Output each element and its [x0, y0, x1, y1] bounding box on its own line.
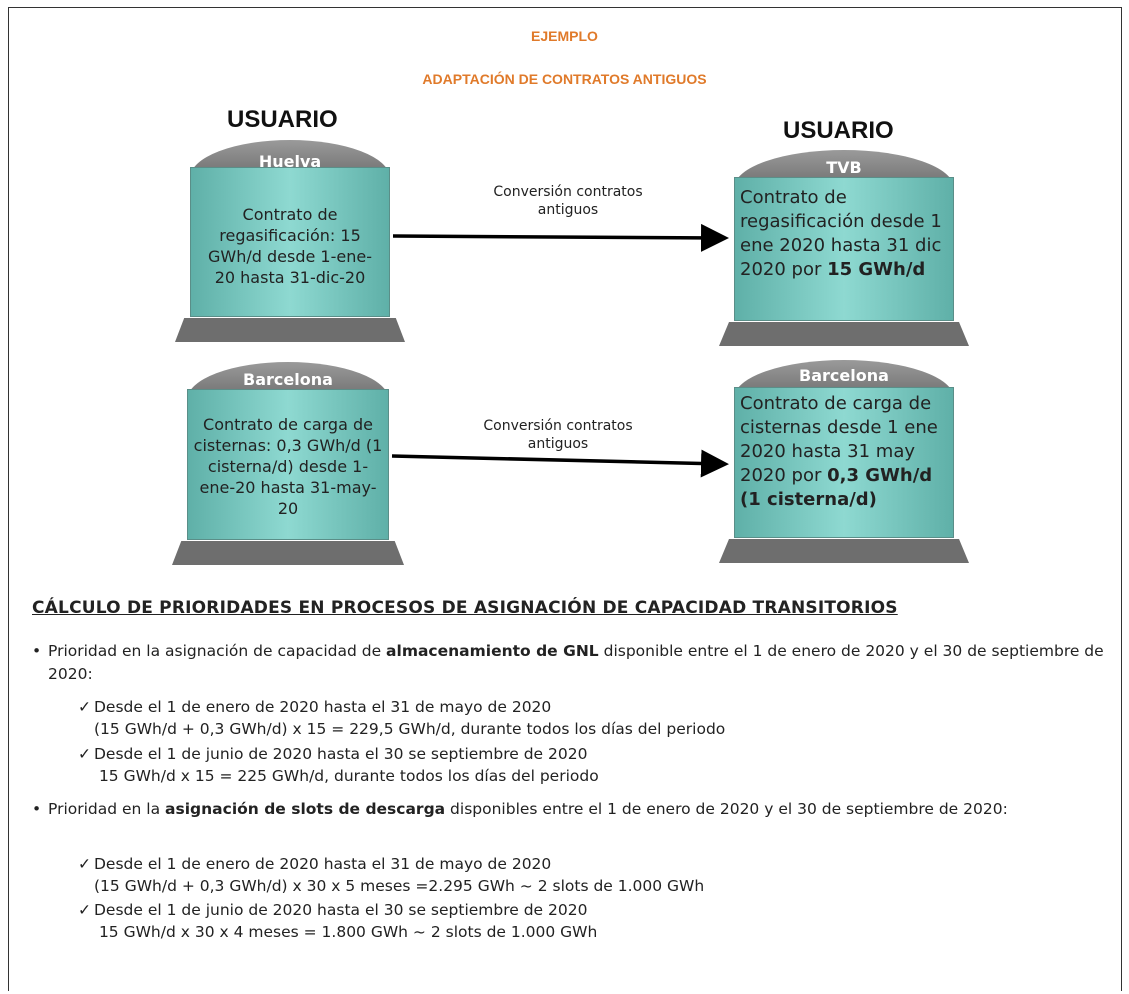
tank-tag: Barcelona	[799, 366, 889, 385]
check-icon: ✓	[78, 855, 91, 873]
bullet-dot: •	[32, 800, 42, 818]
bullet-text-bold: asignación de slots de descarga	[165, 800, 446, 818]
bullet-text-post: disponibles entre el 1 de enero de 2020 …	[445, 800, 1008, 818]
bullet-slots: • Prioridad en la asignación de slots de…	[32, 798, 1109, 821]
tank-huelva: Huelva Contrato de regasificación: 15 GW…	[175, 140, 405, 342]
sub-item-line2: (15 GWh/d + 0,3 GWh/d) x 30 x 5 meses =2…	[94, 877, 705, 895]
tank-base	[172, 541, 404, 565]
tank-tvb: TVB Contrato de regasificación desde 1 e…	[719, 150, 969, 346]
sub-item-line2: (15 GWh/d + 0,3 GWh/d) x 15 = 229,5 GWh/…	[94, 720, 726, 738]
tank-body	[734, 387, 954, 538]
tank-base	[719, 322, 969, 346]
bullet-dot: •	[32, 642, 42, 660]
tank-base	[175, 318, 405, 342]
conversion-label-1: Conversión contratos antiguos	[493, 184, 643, 218]
contract-text-bold: 15 GWh/d	[827, 259, 926, 280]
bullet-text-post: disponible entre el 1 de enero de 2020 y…	[48, 642, 1104, 683]
sub-item: ✓Desde el 1 de enero de 2020 hasta el 31…	[78, 853, 704, 897]
right-user-label: USUARIO	[783, 117, 894, 144]
contract-text-plain: Contrato de regasificación desde 1 ene 2…	[740, 187, 942, 280]
bullet-text-pre: Prioridad en la	[48, 800, 166, 818]
sub-item: ✓Desde el 1 de enero de 2020 hasta el 31…	[78, 696, 725, 740]
tank-base	[719, 539, 969, 563]
section-title: CÁLCULO DE PRIORIDADES EN PROCESOS DE AS…	[32, 598, 898, 618]
sub-item: ✓Desde el 1 de junio de 2020 hasta el 30…	[78, 899, 597, 943]
tank-contract-text: Contrato de carga de cisternas desde 1 e…	[734, 392, 954, 533]
tank-tag: Barcelona	[243, 370, 333, 389]
slide-title: ADAPTACIÓN DE CONTRATOS ANTIGUOS	[422, 71, 707, 87]
check-icon: ✓	[78, 901, 91, 919]
tank-barcelona-left: Barcelona Contrato de carga de cisternas…	[172, 362, 404, 565]
tank-barcelona-right: Barcelona Contrato de carga de cisternas…	[719, 360, 969, 563]
check-icon: ✓	[78, 698, 91, 716]
contract-text-plain: Contrato de carga de cisternas desde 1 e…	[740, 393, 938, 486]
sub-item-line2: 15 GWh/d x 30 x 4 meses = 1.800 GWh ~ 2 …	[98, 923, 598, 941]
bullet-storage: • Prioridad en la asignación de capacida…	[32, 640, 1109, 686]
tank-tag: TVB	[826, 158, 862, 177]
tank-body	[734, 177, 954, 321]
bullet-text-bold: almacenamiento de GNL	[386, 642, 599, 660]
sub-item-line1: Desde el 1 de enero de 2020 hasta el 31 …	[94, 698, 552, 716]
example-heading: EJEMPLO	[531, 28, 598, 44]
tank-contract-text: Contrato de regasificación desde 1 ene 2…	[734, 186, 954, 316]
sub-item-line1: Desde el 1 de enero de 2020 hasta el 31 …	[94, 855, 552, 873]
bullet-text: Prioridad en la asignación de capacidad …	[32, 640, 1109, 686]
bullet-text-pre: Prioridad en la asignación de capacidad …	[48, 642, 387, 660]
sub-item-line1: Desde el 1 de junio de 2020 hasta el 30 …	[94, 745, 588, 763]
arrow-regasification	[392, 223, 729, 252]
bullet-text: Prioridad en la asignación de slots de d…	[32, 798, 1109, 821]
slide-frame	[8, 7, 1122, 991]
contract-text-bold: 0,3 GWh/d (1 cisterna/d)	[740, 465, 933, 510]
sub-item-line2: 15 GWh/d x 15 = 225 GWh/d, durante todos…	[98, 767, 599, 785]
sub-item-line1: Desde el 1 de junio de 2020 hasta el 30 …	[94, 901, 588, 919]
tank-contract-text: Contrato de carga de cisternas: 0,3 GWh/…	[193, 415, 383, 518]
check-icon: ✓	[78, 745, 91, 763]
sub-item: ✓Desde el 1 de junio de 2020 hasta el 30…	[78, 743, 599, 787]
conversion-label-2: Conversión contratos antiguos	[483, 418, 633, 452]
tank-body	[187, 389, 389, 540]
arrow-cisterns	[391, 449, 729, 478]
tank-contract-text: Contrato de regasificación: 15 GWh/d des…	[208, 205, 372, 287]
tank-body	[190, 167, 390, 317]
left-user-label: USUARIO	[227, 106, 338, 133]
tank-tag: Huelva	[258, 152, 322, 171]
